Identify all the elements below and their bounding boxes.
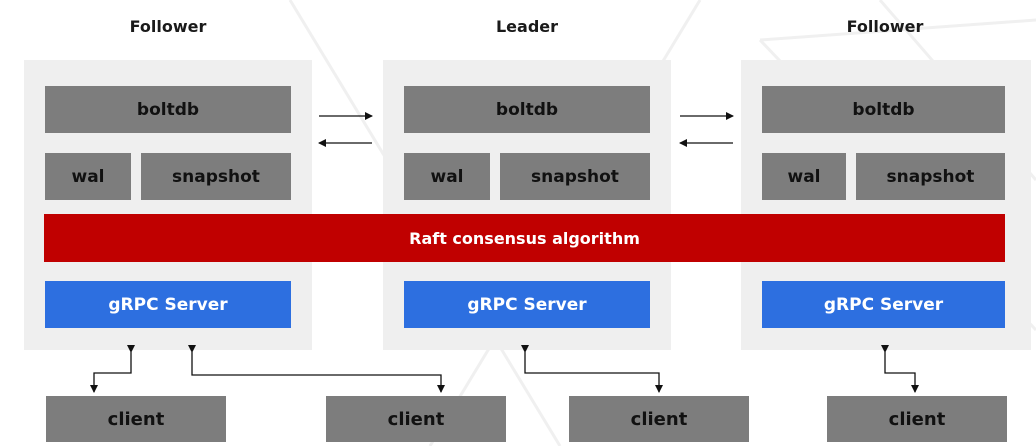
title-leader: Leader xyxy=(495,17,559,36)
grpc-server-box: gRPC Server xyxy=(762,281,1005,328)
client-box: client xyxy=(46,396,226,442)
snapshot-box: snapshot xyxy=(500,153,650,200)
snapshot-box: snapshot xyxy=(856,153,1005,200)
wal-box: wal xyxy=(404,153,490,200)
boltdb-box: boltdb xyxy=(404,86,650,133)
snapshot-box: snapshot xyxy=(141,153,291,200)
client-box: client xyxy=(569,396,749,442)
boltdb-box: boltdb xyxy=(762,86,1005,133)
boltdb-box: boltdb xyxy=(45,86,291,133)
wal-box: wal xyxy=(762,153,846,200)
wal-box: wal xyxy=(45,153,131,200)
client-box: client xyxy=(827,396,1007,442)
client-box: client xyxy=(326,396,506,442)
grpc-server-box: gRPC Server xyxy=(45,281,291,328)
title-follower-left: Follower xyxy=(129,17,207,36)
title-follower-right: Follower xyxy=(846,17,924,36)
raft-consensus-bar: Raft consensus algorithm xyxy=(44,214,1005,262)
grpc-server-box: gRPC Server xyxy=(404,281,650,328)
